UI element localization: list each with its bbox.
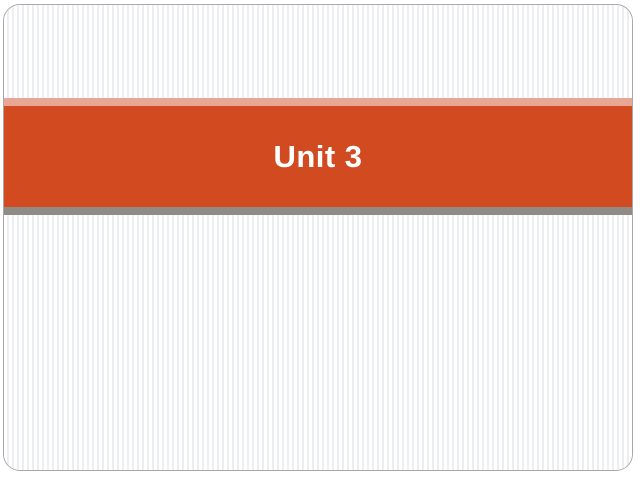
slide-canvas: Unit 3 [3,4,633,471]
accent-bar-bottom [4,207,632,215]
slide-title: Unit 3 [273,139,363,174]
title-band: Unit 3 [4,98,632,215]
pinstripe-background [4,5,632,470]
title-banner: Unit 3 [4,106,632,207]
accent-bar-top [4,98,632,106]
